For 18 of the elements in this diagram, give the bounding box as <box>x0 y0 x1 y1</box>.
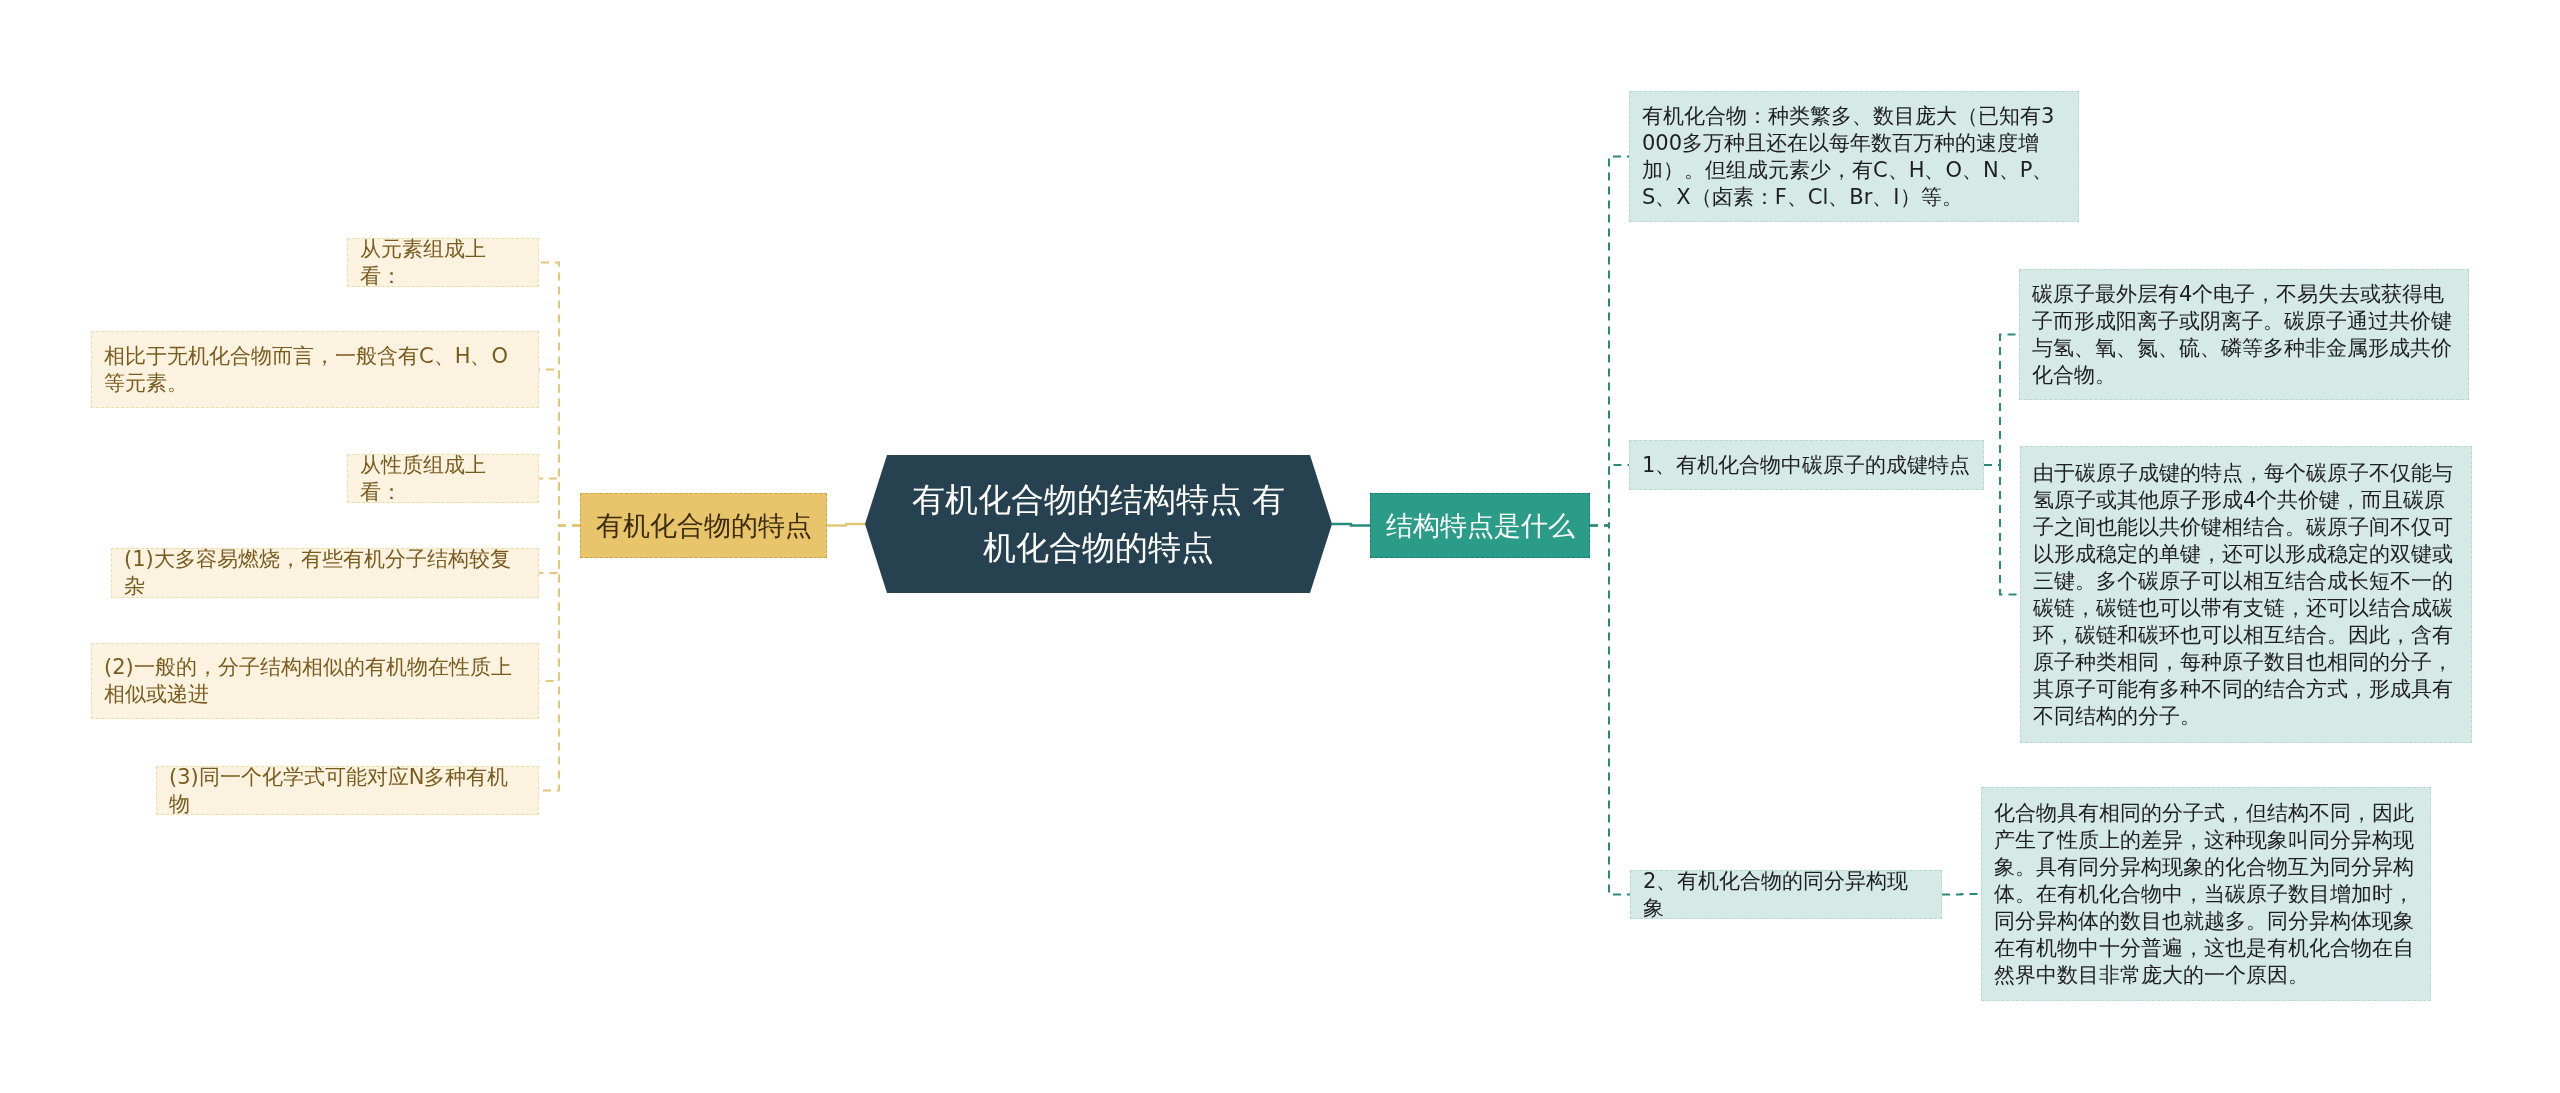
subtopic-box: 2、有机化合物的同分异构现象 <box>1630 870 1942 919</box>
leaf-box: (3)同一个化学式可能对应N多种有机物 <box>156 766 539 815</box>
leaf-box: (2)一般的，分子结构相似的有机物在性质上相似或递进 <box>91 643 539 719</box>
leaf-box: 有机化合物：种类繁多、数目庞大（已知有3000多万种且还在以每年数百万种的速度增加）。但组成元素少，有C、H、O、N、P、S、X（卤素：F、Cl、Br、I）等。 <box>1629 91 2079 222</box>
leaf-box: 从元素组成上看： <box>347 238 539 287</box>
branch-box: 有机化合物的特点 <box>580 493 827 558</box>
leaf-box: 化合物具有相同的分子式，但结构不同，因此产生了性质上的差异，这种现象叫同分异构现象。具有同分异构现象的化合物互为同分异构体。在有机化合物中，当碳原子数目增加时，同分异构体的数目也就越多。同分异构体现象在有机物中十分普遍，这也是有机化合物在自然界中数目非常庞大的一个原因。 <box>1981 787 2431 1001</box>
leaf-box: 相比于无机化合物而言，一般含有C、H、O等元素。 <box>91 331 539 408</box>
leaf-box: 由于碳原子成键的特点，每个碳原子不仅能与氢原子或其他原子形成4个共价键，而且碳原子之间也能以共价键相结合。碳原子间不仅可以形成稳定的单键，还可以形成稳定的双键或三键。多个碳原子可以相互结合成长短不一的碳链，碳链也可以带有支链，还可以结合成碳环，碳链和碳环也可以相互结合。因此，含有原子种类相同，每种原子数目也相同的分子，其原子可能有多种不同的结合方式，形成具有不同结构的分子。 <box>2020 446 2472 743</box>
subtopic-box: 1、有机化合物中碳原子的成键特点 <box>1629 440 1984 490</box>
connector-line <box>1332 522 1370 527</box>
connector-line <box>1589 524 1631 896</box>
leaf-box: (1)大多容易燃烧，有些有机分子结构较复杂 <box>111 548 539 598</box>
topic-hexagon: 有机化合物的结构特点 有机化合物的特点 <box>865 455 1332 593</box>
leaf-box: 碳原子最外层有4个电子，不易失去或获得电子而形成阳离子或阴离子。碳原子通过共价键与氢、氧、氮、硫、磷等多种非金属形成共价化合物。 <box>2019 269 2469 400</box>
connector-line <box>827 522 865 527</box>
leaf-box: 从性质组成上看： <box>347 454 539 503</box>
branch-box: 结构特点是什么 <box>1370 493 1590 558</box>
